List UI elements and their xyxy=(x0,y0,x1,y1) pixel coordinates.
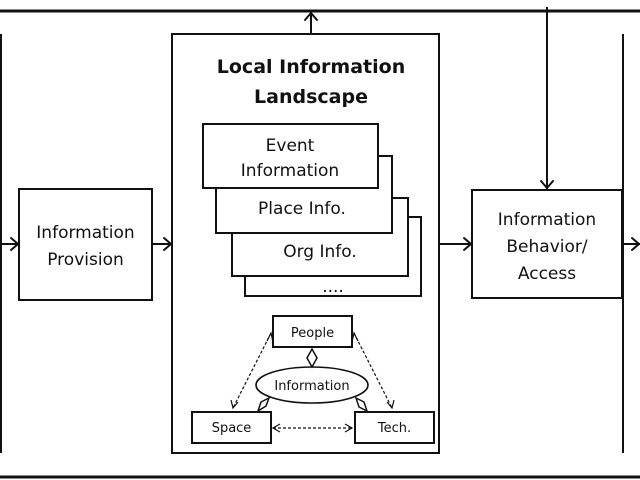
information-behavior-label-line1: Information xyxy=(498,210,596,230)
landscape-title-line1: Local Information xyxy=(217,56,405,78)
arrowhead-icon xyxy=(351,331,359,343)
info-card-event-label-line1: Event xyxy=(266,136,315,156)
arrowhead-icon xyxy=(271,423,281,433)
info-card-event[interactable]: Event Information xyxy=(202,123,379,189)
triad-space-label: Space xyxy=(212,421,252,436)
landscape-title-line2: Landscape xyxy=(254,86,368,108)
triad-space-box[interactable]: Space xyxy=(191,411,272,444)
arrowhead-icon xyxy=(344,423,354,433)
triad-people-label: People xyxy=(291,326,334,341)
people-tech-connector xyxy=(353,332,393,409)
triad-tech-label: Tech. xyxy=(377,421,411,436)
space-information-aggregation-icon xyxy=(256,396,271,413)
triad-people-box[interactable]: People xyxy=(272,315,353,348)
arrowhead-icon xyxy=(230,399,239,410)
information-provision-box[interactable]: Information Provision xyxy=(18,188,153,301)
tech-information-aggregation-icon xyxy=(354,396,369,413)
information-behavior-label-line2: Behavior/ xyxy=(506,237,587,257)
info-card-more-label: .... xyxy=(322,277,344,297)
arrowhead-icon xyxy=(386,399,395,410)
info-card-place-label: Place Info. xyxy=(258,199,346,219)
arrowhead-icon xyxy=(266,331,274,343)
information-provision-label-line2: Provision xyxy=(47,250,124,270)
information-behavior-box[interactable]: Information Behavior/ Access xyxy=(471,189,623,299)
arrowhead-icon xyxy=(540,180,554,189)
info-card-org-label: Org Info. xyxy=(283,242,357,262)
info-card-event-label-line2: Information xyxy=(241,161,339,181)
triad-tech-box[interactable]: Tech. xyxy=(354,411,435,444)
information-behavior-label-line3: Access xyxy=(518,264,576,284)
arrowhead-icon xyxy=(631,237,640,251)
people-information-aggregation-icon xyxy=(306,347,318,369)
triad-information-ellipse[interactable]: Information xyxy=(255,366,369,404)
people-space-connector xyxy=(232,332,272,409)
arrowhead-icon xyxy=(304,12,318,21)
triad-information-label: Information xyxy=(274,379,349,394)
information-provision-label-line1: Information xyxy=(36,223,134,243)
